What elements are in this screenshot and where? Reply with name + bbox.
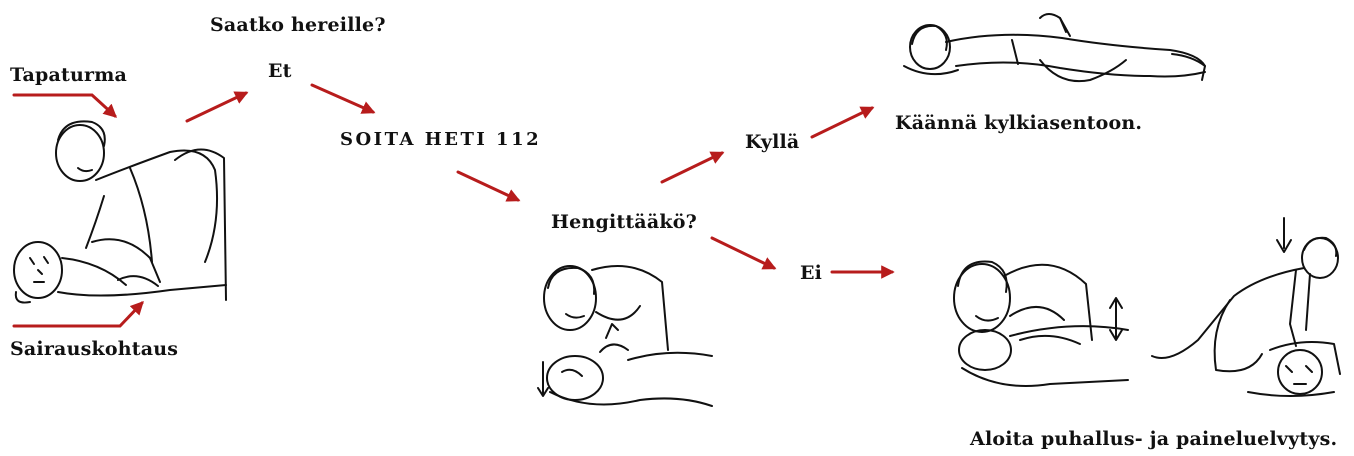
chest-compression-illustration	[1151, 217, 1341, 397]
opening-airway-illustration	[537, 265, 713, 407]
seizure-pointer-arrow	[12, 301, 144, 328]
call-emergency: SOITA HETI 112	[340, 129, 542, 150]
arrow-to-yes	[660, 151, 725, 184]
answer-yes: Kyllä	[745, 131, 800, 153]
arrow-to-recovery	[810, 106, 875, 139]
checking-responsiveness-illustration	[13, 120, 227, 304]
accident-pointer-arrow	[12, 93, 117, 118]
arrow-to-no	[710, 236, 777, 270]
question-wake: Saatko hereille?	[210, 14, 386, 36]
arrow-to-wake-check	[185, 91, 249, 123]
arrow-to-call	[310, 83, 376, 114]
question-breathing: Hengittääkö?	[551, 211, 697, 233]
recovery-position-illustration	[903, 13, 1206, 82]
answer-no-wake: Et	[268, 60, 292, 82]
action-cpr: Aloita puhallus- ja paineluelvytys.	[970, 428, 1338, 450]
arrow-to-breathing-check	[456, 170, 521, 202]
rescue-breathing-illustration	[953, 260, 1129, 387]
label-accident: Tapaturma	[10, 64, 128, 86]
action-recovery-position: Käännä kylkiasentoon.	[895, 112, 1143, 134]
answer-no: Ei	[800, 262, 823, 284]
label-seizure: Sairauskohtaus	[10, 338, 179, 360]
